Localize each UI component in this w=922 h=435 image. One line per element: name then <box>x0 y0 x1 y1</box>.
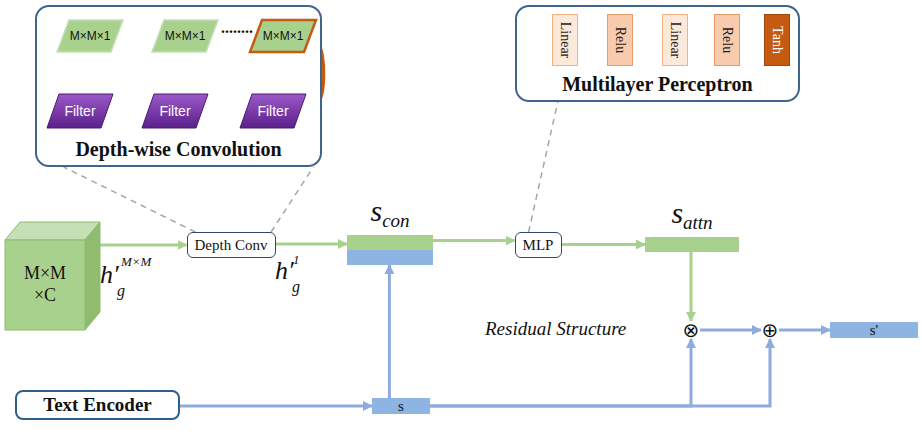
node-text: Tanh <box>769 26 785 54</box>
add-symbol: ⊕ <box>761 321 779 339</box>
node-text: Linear <box>557 22 573 59</box>
zoom-leader <box>529 102 558 232</box>
ellipsis-dots: ........ <box>221 20 253 36</box>
tanh-layer: Tanh <box>764 14 790 66</box>
encoder-box: Text Encoder <box>15 390 180 420</box>
flow-arrow <box>276 243 348 246</box>
node-text: s <box>398 398 404 414</box>
linear-layer: Linear <box>552 14 578 66</box>
math-symbol: 1 <box>293 253 300 266</box>
flow-arrow <box>433 239 515 242</box>
flow-arrow <box>779 329 830 332</box>
feature-bar: s' <box>830 322 918 338</box>
map-slab: M×M×1 <box>250 20 316 52</box>
process-box: MLP <box>515 232 562 258</box>
node-text: M×M×1 <box>165 29 206 43</box>
filter-box: Filter <box>240 94 306 128</box>
node-text: ⊗ <box>683 321 700 339</box>
node-text: Text Encoder <box>43 394 152 416</box>
callout-box: Multilayer Perceptron Linear Relu Linear Rel… <box>515 5 800 102</box>
node-text: Filter <box>64 103 95 119</box>
relu-layer: Relu <box>607 14 633 66</box>
filter-box: Filter <box>47 94 113 128</box>
node-text: Filter <box>159 103 190 119</box>
node-text: con <box>382 210 409 231</box>
flow-arrow <box>430 339 770 406</box>
node-text: s' <box>870 322 879 338</box>
math-symbol: h′ <box>275 258 294 284</box>
node-text: Depth Conv <box>195 237 268 254</box>
node-text: M×M×1 <box>263 29 304 43</box>
node-text: ⊕ <box>762 321 779 339</box>
process-box: Depth Conv <box>187 232 276 258</box>
node-text: Depth-wise Convolution <box>37 138 320 161</box>
flow-arrow <box>388 265 391 398</box>
node-text: Relu <box>612 27 628 53</box>
multiply-symbol: ⊗ <box>682 321 700 339</box>
node-text: MLP <box>523 237 554 254</box>
feature-cube: M×M ×C <box>5 222 100 330</box>
flow-arrow <box>100 244 187 247</box>
math-symbol: h′ <box>100 262 119 288</box>
node-text: Multilayer Perceptron <box>517 73 798 96</box>
feature-bar: s <box>372 398 430 414</box>
flow-arrow <box>430 339 691 406</box>
flow-arrow <box>562 243 646 246</box>
node-text: s <box>671 196 683 229</box>
node-text: M×M×1 <box>70 29 111 43</box>
annotation-label: Residual Structure <box>485 319 626 338</box>
flow-arrow <box>180 405 372 408</box>
node-text: Linear <box>667 22 683 59</box>
map-slab: M×M×1 <box>152 20 218 52</box>
filter-box: Filter <box>142 94 208 128</box>
math-symbol: g <box>117 283 125 299</box>
flow-arrow <box>690 252 693 321</box>
math-symbol: g <box>292 279 300 295</box>
node-text: s <box>370 194 382 227</box>
flow-arrow <box>700 329 761 332</box>
relu-layer: Relu <box>714 14 740 66</box>
callout-box: Depth-wise Convolution M×M×1Filter M×M×1Fi… <box>35 5 322 167</box>
node-text: Relu <box>719 27 735 53</box>
math-symbol: M×M <box>121 255 151 268</box>
zoom-leader <box>271 167 313 232</box>
linear-layer: Linear <box>662 14 688 66</box>
feature-bar: sattn <box>645 237 739 252</box>
map-slab: M×M×1 <box>57 20 123 52</box>
node-text: attn <box>683 212 713 233</box>
node-text: M×M ×C <box>19 263 71 306</box>
node-text: Filter <box>257 103 288 119</box>
feature-bar: scon <box>347 235 433 265</box>
